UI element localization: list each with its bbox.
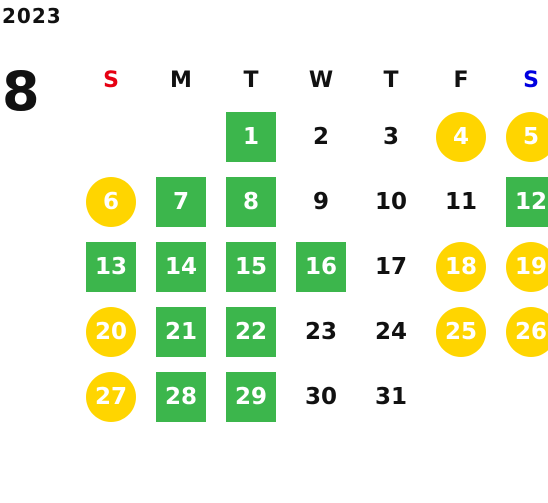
day-cell: 12 <box>496 169 548 234</box>
day-cell: 23 <box>286 299 356 364</box>
day-25[interactable]: 25 <box>436 306 486 357</box>
day-1[interactable]: 1 <box>226 111 276 162</box>
day-cell: 29 <box>216 364 286 429</box>
day-cell: 19 <box>496 234 548 299</box>
day-17[interactable]: 17 <box>374 253 407 280</box>
day-19[interactable]: 19 <box>506 241 548 292</box>
day-5[interactable]: 5 <box>506 111 548 162</box>
day-20[interactable]: 20 <box>86 306 136 357</box>
day-cell: 31 <box>356 364 426 429</box>
day-31[interactable]: 31 <box>374 383 407 410</box>
weekday-0: S <box>103 68 119 93</box>
day-cell: 25 <box>426 299 496 364</box>
day-22[interactable]: 22 <box>226 306 276 357</box>
weekday-2: T <box>243 68 259 93</box>
day-18[interactable]: 18 <box>436 241 486 292</box>
weekday-1: M <box>170 68 192 93</box>
year-label: 2023 <box>2 4 62 28</box>
day-cell: 24 <box>356 299 426 364</box>
day-30[interactable]: 30 <box>304 383 337 410</box>
day-cell: 9 <box>286 169 356 234</box>
day-cell: 11 <box>426 169 496 234</box>
day-cell: 16 <box>286 234 356 299</box>
day-12[interactable]: 12 <box>506 176 548 227</box>
day-10[interactable]: 10 <box>374 188 407 215</box>
day-cell: 26 <box>496 299 548 364</box>
day-11[interactable]: 11 <box>444 188 477 215</box>
day-7[interactable]: 7 <box>156 176 206 227</box>
day-cell: 1 <box>216 104 286 169</box>
day-cell: 7 <box>146 169 216 234</box>
day-cell: 2 <box>286 104 356 169</box>
month-label: 8 <box>2 60 40 123</box>
day-cell <box>146 104 216 169</box>
day-cell: 14 <box>146 234 216 299</box>
day-21[interactable]: 21 <box>156 306 206 357</box>
day-28[interactable]: 28 <box>156 371 206 422</box>
day-cell: 3 <box>356 104 426 169</box>
day-9[interactable]: 9 <box>312 188 329 215</box>
day-cell: 10 <box>356 169 426 234</box>
day-cell: 17 <box>356 234 426 299</box>
day-13[interactable]: 13 <box>86 241 136 292</box>
day-24[interactable]: 24 <box>374 318 407 345</box>
day-cell: 4 <box>426 104 496 169</box>
day-4[interactable]: 4 <box>436 111 486 162</box>
day-cell: 20 <box>76 299 146 364</box>
day-cell <box>426 364 496 429</box>
day-15[interactable]: 15 <box>226 241 276 292</box>
day-cell: 15 <box>216 234 286 299</box>
weekday-6: S <box>523 68 539 93</box>
day-cell <box>496 364 548 429</box>
day-2[interactable]: 2 <box>312 123 329 150</box>
day-cell: 21 <box>146 299 216 364</box>
day-cell: 18 <box>426 234 496 299</box>
day-cell: 28 <box>146 364 216 429</box>
day-cell: 13 <box>76 234 146 299</box>
weekday-3: W <box>308 68 334 93</box>
week-row: 27 28 29 30 31 <box>76 364 548 429</box>
day-26[interactable]: 26 <box>506 306 548 357</box>
day-8[interactable]: 8 <box>226 176 276 227</box>
week-row: 13 14 15 16 17 18 19 <box>76 234 548 299</box>
week-row: 20 21 22 23 24 25 26 <box>76 299 548 364</box>
weekday-4: T <box>383 68 399 93</box>
day-cell: 6 <box>76 169 146 234</box>
day-cell: 8 <box>216 169 286 234</box>
day-cell: 22 <box>216 299 286 364</box>
day-cell <box>76 104 146 169</box>
day-27[interactable]: 27 <box>86 371 136 422</box>
day-cell: 27 <box>76 364 146 429</box>
day-cell: 30 <box>286 364 356 429</box>
day-29[interactable]: 29 <box>226 371 276 422</box>
weekday-5: F <box>453 68 469 93</box>
day-14[interactable]: 14 <box>156 241 206 292</box>
day-3[interactable]: 3 <box>382 123 399 150</box>
day-cell: 5 <box>496 104 548 169</box>
day-23[interactable]: 23 <box>304 318 337 345</box>
day-16[interactable]: 16 <box>296 241 346 292</box>
day-6[interactable]: 6 <box>86 176 136 227</box>
